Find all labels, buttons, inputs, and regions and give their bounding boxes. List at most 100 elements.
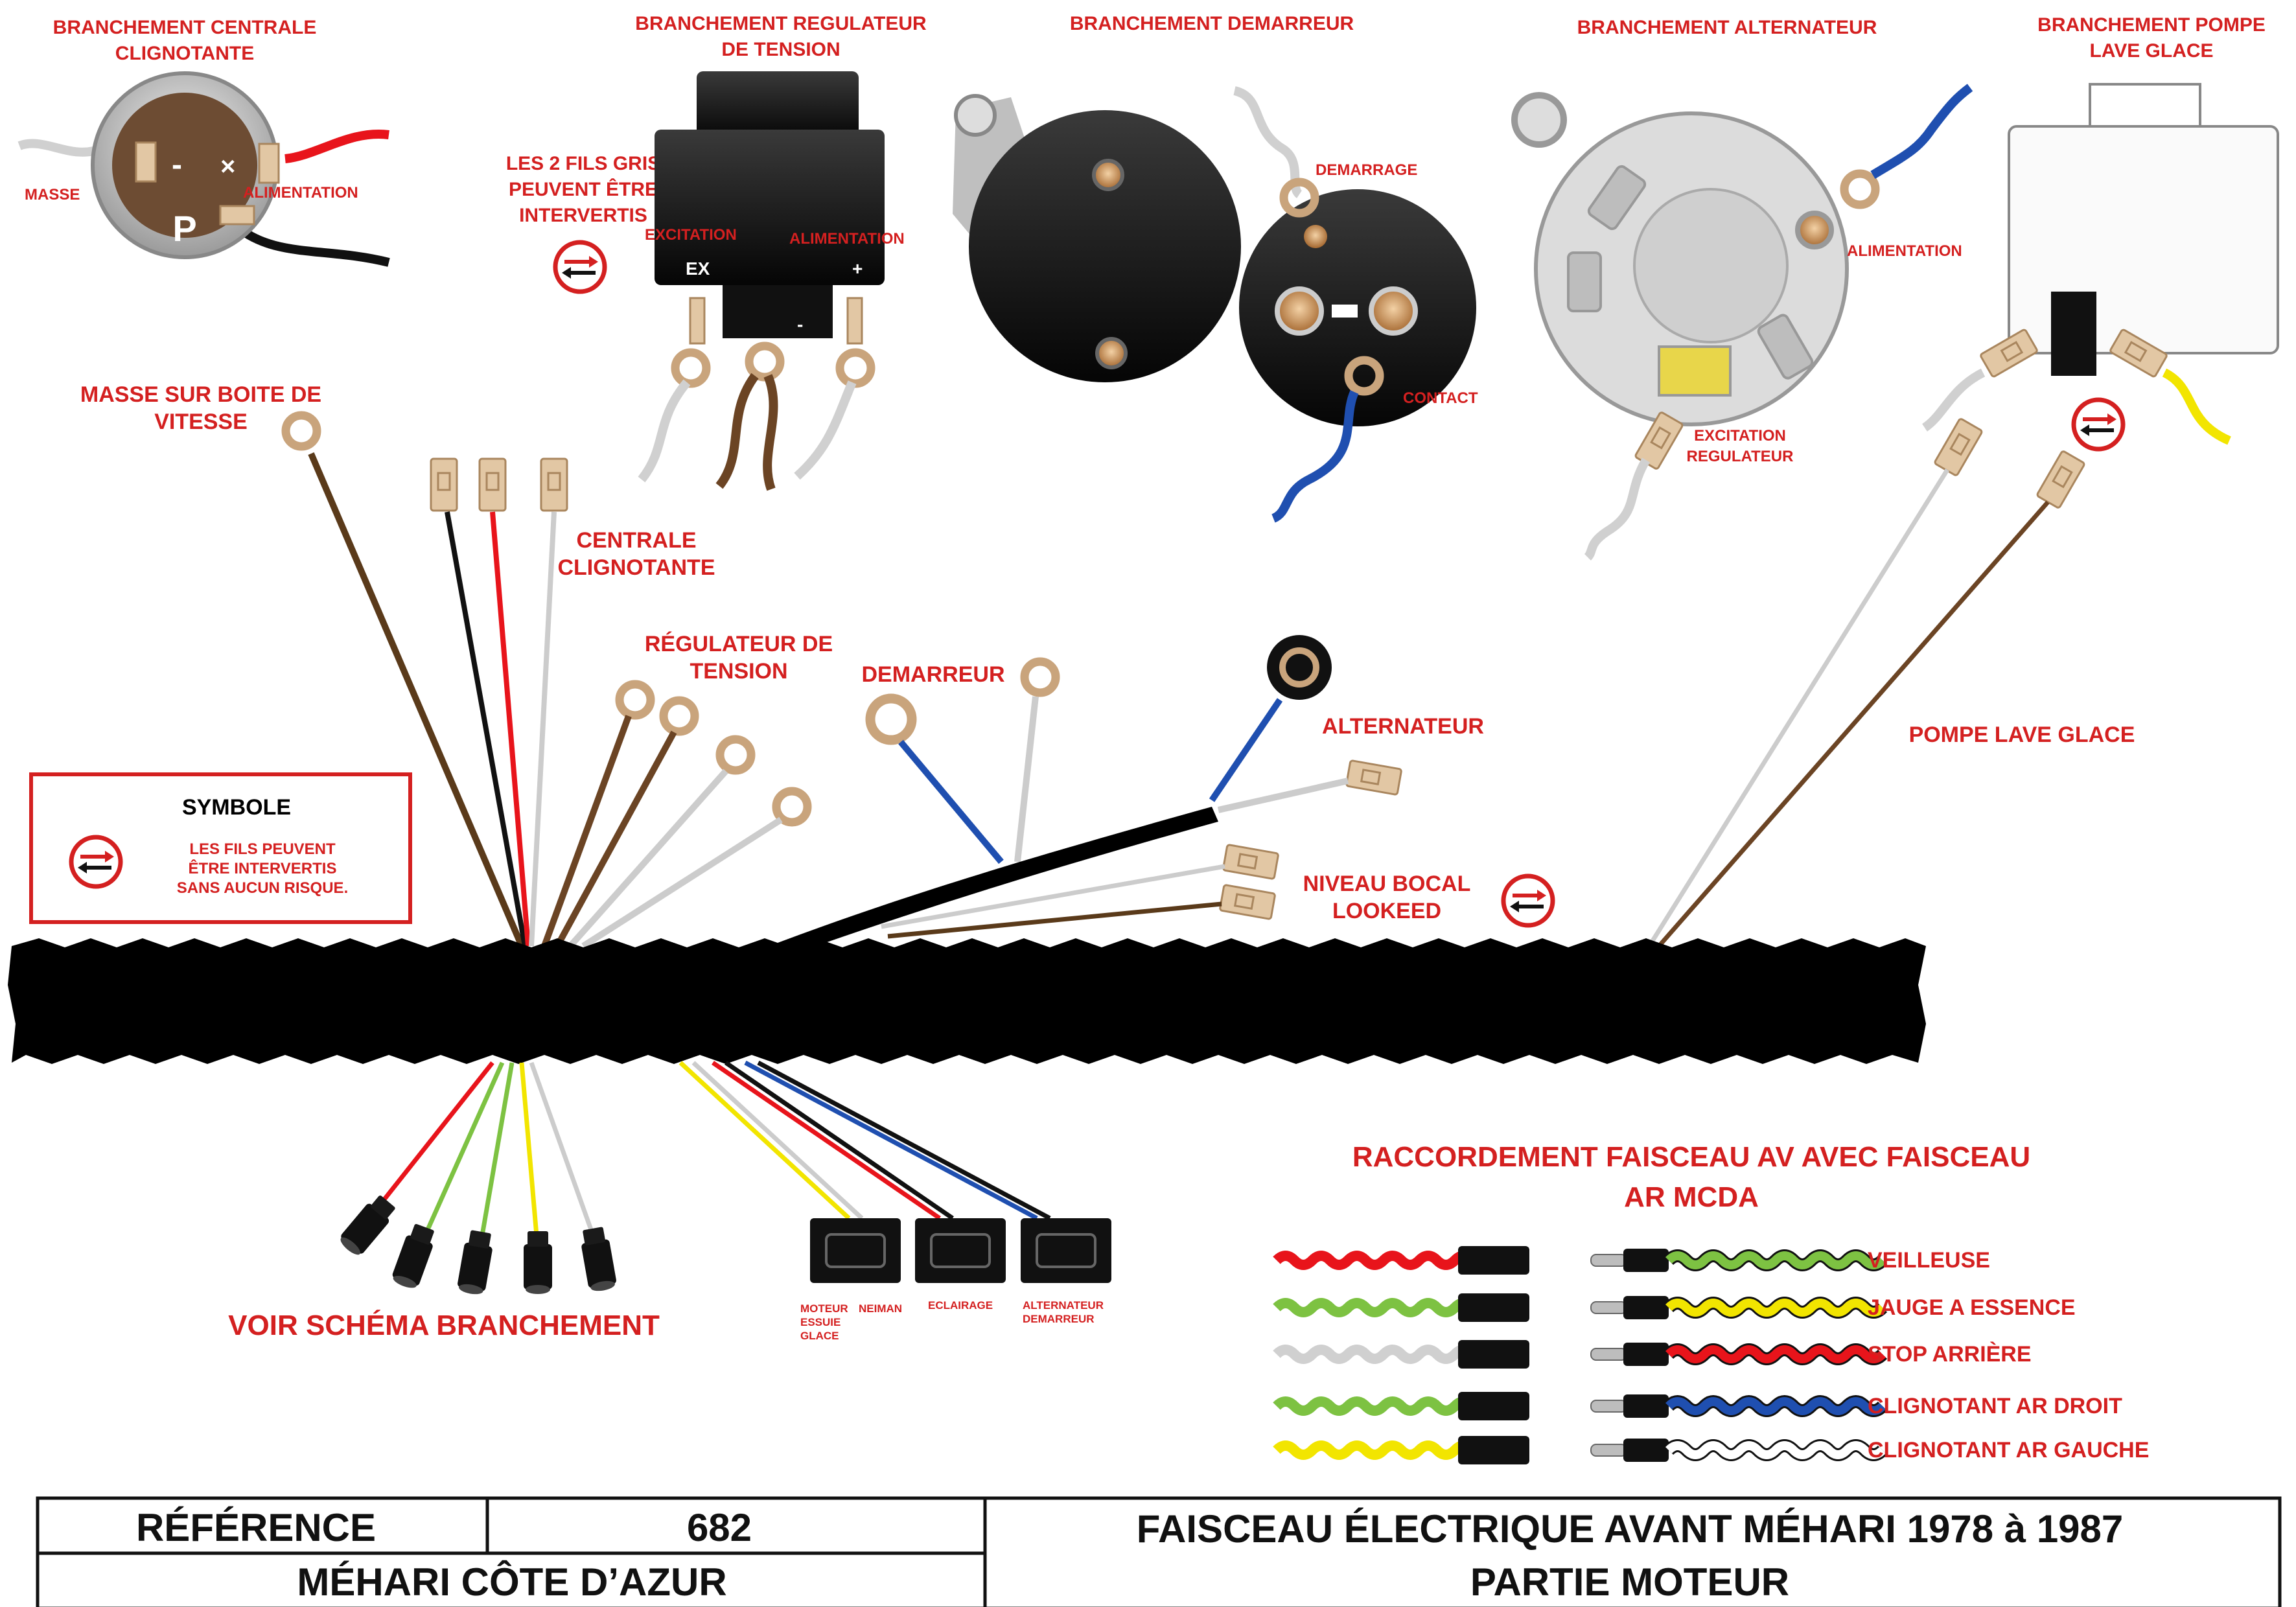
regulateur-ex: EX [686, 259, 710, 279]
regulateur-note-3: INTERVERTIS [519, 205, 647, 226]
centrale-title-1: BRANCHEMENT CENTRALE [53, 17, 317, 38]
interchange-symbol-icon [555, 242, 605, 292]
pompe-wire-grey [1647, 468, 1949, 947]
moteur-label-1: MOTEUR [800, 1302, 848, 1315]
lower-wire-green-1 [419, 1061, 505, 1245]
solenoid-post-left [1275, 286, 1324, 336]
pompe-reservoir [2008, 125, 2279, 354]
demarreur-title: BRANCHEMENT DEMARREUR [1070, 13, 1354, 34]
voir-schema-label: VOIR SCHÉMA BRANCHEMENT [228, 1309, 660, 1341]
lower-wire-yellow [519, 1062, 540, 1251]
centrale-masse-label: MASSE [25, 186, 80, 203]
contact-wire [1271, 390, 1359, 523]
demarreur-bolt-bottom [1095, 337, 1128, 369]
regulateur-ring-ex [675, 353, 706, 384]
pompe-title-2: LAVE GLACE [2089, 40, 2213, 62]
alternateur-excitation-plug [1658, 345, 1732, 397]
demarreur-ring-small [1025, 662, 1056, 693]
plug-2 [389, 1222, 439, 1291]
centrale-pin-minus: - [172, 148, 182, 182]
connector-eclairage-slot [930, 1233, 991, 1268]
symbole-line-1: LES FILS PEUVENT [189, 840, 336, 858]
raccordement-label: JAUGE A ESSENCE [1868, 1295, 2076, 1320]
raccordement-male-pin [1590, 1254, 1627, 1267]
centrale-label-2: CLIGNOTANTE [557, 555, 715, 580]
demarreur-motor [969, 110, 1241, 382]
pompe-interchange-icon [2074, 400, 2123, 449]
lower-wire-blue-2 [744, 1060, 1038, 1221]
alternateur-excitation-wire [1584, 457, 1651, 561]
alternateur-bplus-bolt [1795, 211, 1834, 249]
centrale-wire-red [490, 511, 531, 947]
raccordement-right-wire [1665, 1251, 1886, 1269]
regulateur-bracket [697, 71, 859, 139]
symbole-line-2: ÊTRE INTERVERTIS [189, 859, 337, 877]
raccordement-male-pin [1590, 1348, 1627, 1361]
centrale-term-1 [430, 457, 458, 512]
regulateur-label-1: RÉGULATEUR DE [645, 632, 833, 656]
connector-moteur [810, 1218, 901, 1283]
raccordement-left-wire [1273, 1345, 1494, 1364]
alternateur-vent-2 [1567, 251, 1602, 312]
reference-value: 682 [687, 1506, 752, 1549]
alternateur-alim-wire [1870, 84, 1973, 179]
centrale-terminal-minus [135, 141, 157, 183]
demarreur-mount-hole [954, 94, 997, 137]
masse-boite-label-2: VITESSE [154, 410, 248, 434]
niveau-label-2: LOOKEED [1332, 899, 1441, 923]
diagram-title-2: PARTIE MOTEUR [1470, 1560, 1789, 1604]
alternateur-lug-body [1267, 635, 1332, 700]
alternateur-vent-1 [1587, 165, 1647, 231]
regulateur-pin-ex [689, 297, 706, 345]
connector-alt-label-1: ALTERNATEUR [1023, 1299, 1104, 1312]
solenoid-post-demarrage [1304, 225, 1327, 248]
centrale-term-2 [478, 457, 507, 512]
masse-boite-ring [286, 415, 317, 446]
alternateur-title: BRANCHEMENT ALTERNATEUR [1577, 17, 1877, 38]
lower-wire-grey-2 [691, 1061, 864, 1220]
raccordement-label: STOP ARRIÈRE [1868, 1342, 2032, 1367]
niveau-label-1: NIVEAU BOCAL [1303, 872, 1471, 896]
alternateur-label: ALTERNATEUR [1322, 714, 1484, 739]
regulateur-label-2: TENSION [690, 659, 787, 684]
demarreur-label: DEMARREUR [862, 662, 1005, 687]
centrale-alim-label: ALIMENTATION [243, 184, 358, 202]
alternateur-vent-3 [1757, 314, 1814, 380]
connector-eclairage [915, 1218, 1006, 1283]
alternateur-section: BRANCHEMENT ALTERNATEUR ALIMENTATION EXC… [1511, 17, 1973, 561]
moteur-label-2: ESSUIE [800, 1316, 841, 1328]
regulateur-body [655, 130, 885, 285]
regulateur-base [723, 285, 833, 338]
demarreur-bolt-top [1092, 159, 1124, 191]
regulateur-ring-3 [720, 739, 751, 770]
symbole-icon [71, 837, 121, 886]
regulateur-note-2: PEUVENT ÊTRE [509, 178, 658, 200]
regulateur-wire-minus-1 [715, 373, 759, 489]
raccordement-male-connector [1623, 1296, 1669, 1319]
plug-1 [336, 1192, 399, 1259]
alternateur-alim-ring [1844, 174, 1875, 205]
raccordement-female-connector [1458, 1340, 1529, 1369]
pompe-wire-yellow [2162, 368, 2231, 445]
raccordement-left-wire [1273, 1298, 1494, 1317]
alternateur-alim-label: ALIMENTATION [1847, 242, 1962, 260]
alternateur-wire-blue [1209, 698, 1283, 802]
raccordement-male-connector [1623, 1343, 1669, 1366]
centrale-face [112, 93, 257, 238]
p-wire [230, 220, 390, 267]
raccordement-title-2: AR MCDA [1624, 1181, 1759, 1213]
alternateur-flat-term [1345, 759, 1403, 796]
regulateur-ring-minus [749, 346, 780, 377]
raccordement-row: CLIGNOTANT AR DROIT [1273, 1392, 2122, 1420]
pompe-wire-grey [1921, 368, 1986, 432]
raccordement-row: JAUGE A ESSENCE [1273, 1293, 2076, 1322]
connector-alternateur [1021, 1218, 1111, 1283]
centrale-term-3 [540, 457, 568, 512]
raccordement-row: STOP ARRIÈRE [1273, 1340, 2032, 1369]
centrale-label-1: CENTRALE [576, 528, 696, 553]
brand-label: MÉHARI CÔTE D’AZUR [297, 1560, 726, 1604]
niveau-term-2 [1218, 883, 1277, 921]
eclairage-label: ECLAIRAGE [928, 1299, 993, 1312]
regulateur-wire-3 [568, 769, 728, 949]
regulateur-title-1: BRANCHEMENT REGULATEUR [635, 13, 927, 34]
